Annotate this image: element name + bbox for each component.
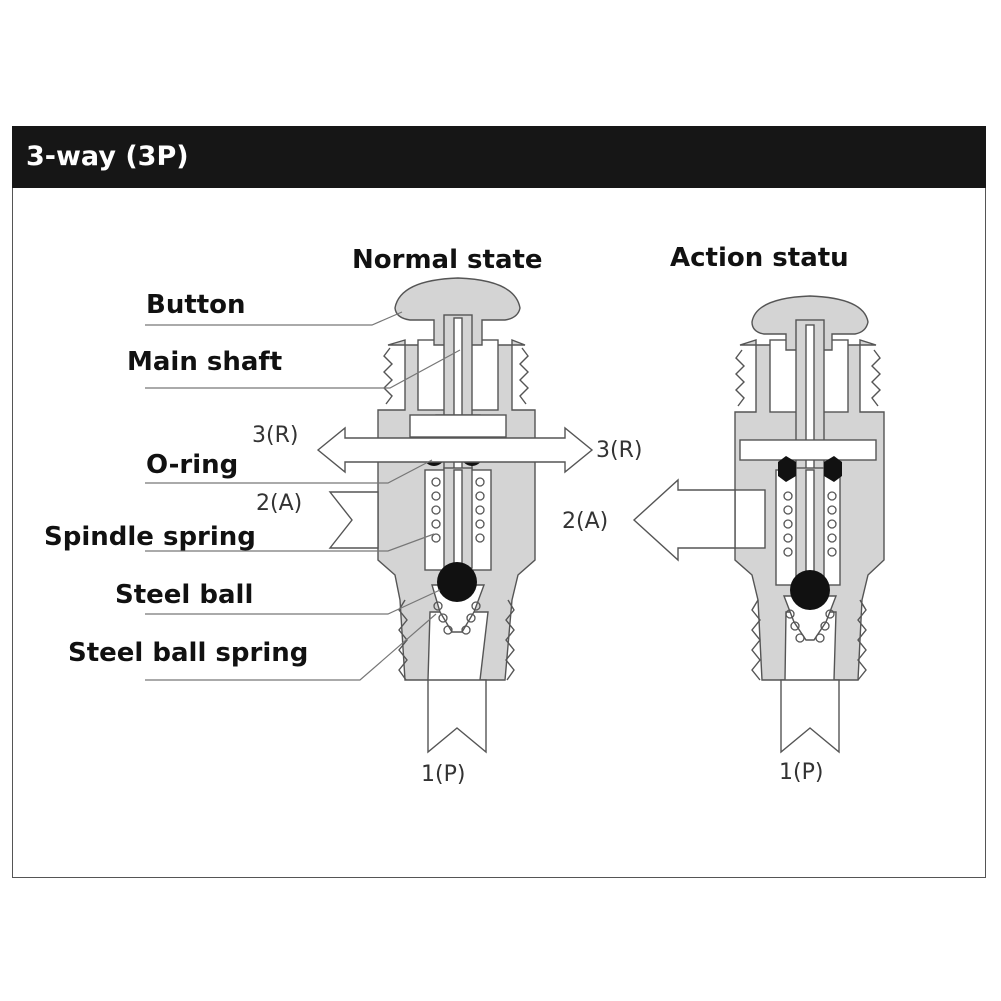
label-steel-ball-spring: Steel ball spring xyxy=(68,638,308,668)
normal-state-title: Normal state xyxy=(352,245,543,275)
normal-a-port-arrow xyxy=(328,491,379,549)
normal-button-shape xyxy=(394,277,521,346)
action-state-valve xyxy=(632,295,885,754)
header-bar xyxy=(12,126,986,188)
port-action-p: 1(P) xyxy=(779,760,823,785)
action-lower-threads xyxy=(751,599,867,681)
action-a-outlet-arrow xyxy=(632,478,736,562)
port-action-a: 2(A) xyxy=(562,509,608,534)
label-main-shaft: Main shaft xyxy=(127,347,282,377)
header-title: 3-way (3P) xyxy=(26,141,189,172)
action-upper-threads xyxy=(735,349,881,407)
port-normal-r-left: 3(R) xyxy=(252,423,298,448)
normal-exhaust-arrow xyxy=(316,426,594,474)
port-normal-p: 1(P) xyxy=(421,762,465,787)
normal-upper-threads xyxy=(383,347,529,405)
label-steel-ball: Steel ball xyxy=(115,580,253,610)
label-spindle-spring: Spindle spring xyxy=(44,522,256,552)
label-button: Button xyxy=(146,290,246,320)
port-normal-r-right: 3(R) xyxy=(596,438,642,463)
leader-lines xyxy=(145,311,461,681)
normal-state-valve xyxy=(316,277,594,754)
normal-lower-threads xyxy=(398,599,515,681)
port-normal-a: 2(A) xyxy=(256,491,302,516)
label-o-ring: O-ring xyxy=(146,450,238,480)
action-state-title: Action statu xyxy=(670,243,849,273)
